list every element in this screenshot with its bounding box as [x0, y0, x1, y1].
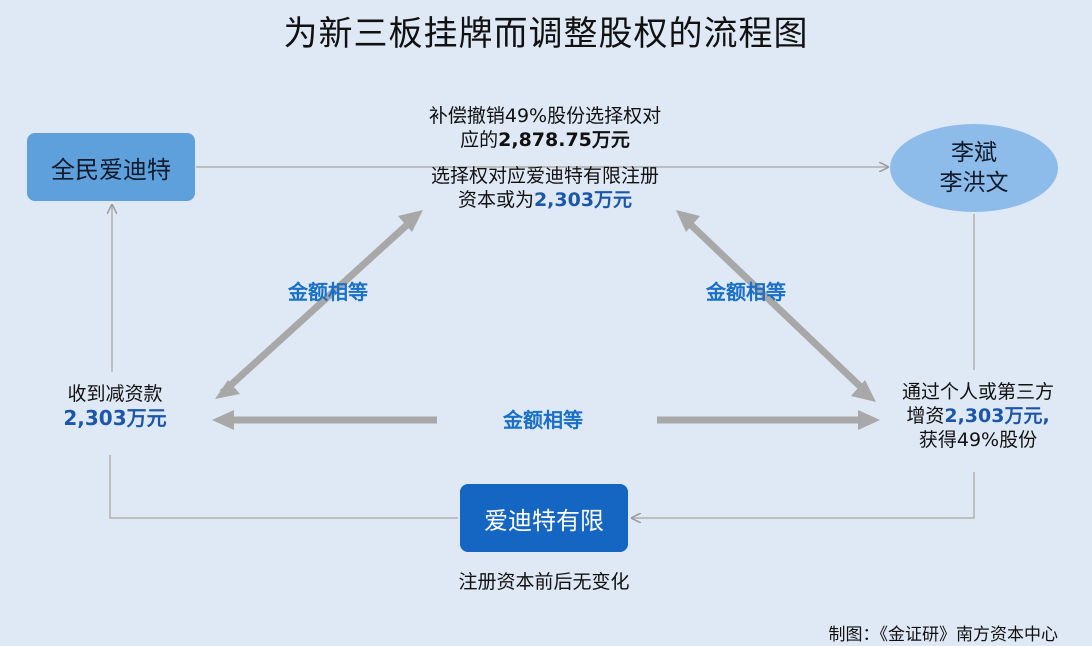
bottom-note: 注册资本前后无变化: [458, 571, 630, 593]
arrow-right-diagonal: [676, 210, 876, 402]
top-text-line1: 补偿撤销49%股份选择权对: [428, 105, 662, 127]
right-text-line3: 获得49%股份: [918, 429, 1038, 451]
top-text-line4: 资本或为2,303万元: [395, 188, 695, 212]
arrow-left-diagonal: [215, 210, 423, 399]
top-text-line4-prefix: 资本或为: [457, 189, 534, 211]
node-person-2: 李洪文: [939, 170, 1009, 196]
source-credit: 制图：《金证研》南方资本中心: [828, 625, 1059, 645]
right-text-line2: 增资2,303万元,: [878, 404, 1078, 428]
line-right-to-aidite: [632, 472, 975, 518]
right-text-line1: 通过个人或第三方: [901, 381, 1054, 403]
equal-label-right: 金额相等: [706, 280, 786, 304]
top-text-line4-value: 2,303万元: [533, 189, 633, 211]
right-text-line2-prefix: 增资: [906, 405, 945, 427]
page-title: 为新三板挂牌而调整股权的流程图: [283, 14, 809, 54]
right-text-line2-value: 2,303万元,: [944, 405, 1050, 427]
equal-label-bottom: 金额相等: [503, 408, 583, 432]
arrow-bottom-right: [657, 410, 880, 430]
top-text-line2-value: 2,878.75万元: [498, 129, 630, 151]
node-quanmin-aidite: 全民爱迪特: [27, 133, 195, 201]
node-person-1: 李斌: [951, 140, 997, 166]
node-people: 李斌 李洪文: [890, 124, 1058, 212]
node-aidite-limited: 爱迪特有限: [460, 484, 628, 552]
equal-label-left: 金额相等: [288, 280, 368, 304]
top-text-line3: 选择权对应爱迪特有限注册: [430, 165, 659, 187]
left-text-line1: 收到减资款: [67, 383, 163, 405]
arrow-bottom-left: [212, 410, 437, 430]
left-text-value: 2,303万元: [63, 406, 167, 430]
line-aidite-to-left: [109, 455, 458, 519]
top-text-line2-prefix: 应的: [460, 129, 499, 151]
top-text-line2: 应的2,878.75万元: [395, 128, 695, 152]
